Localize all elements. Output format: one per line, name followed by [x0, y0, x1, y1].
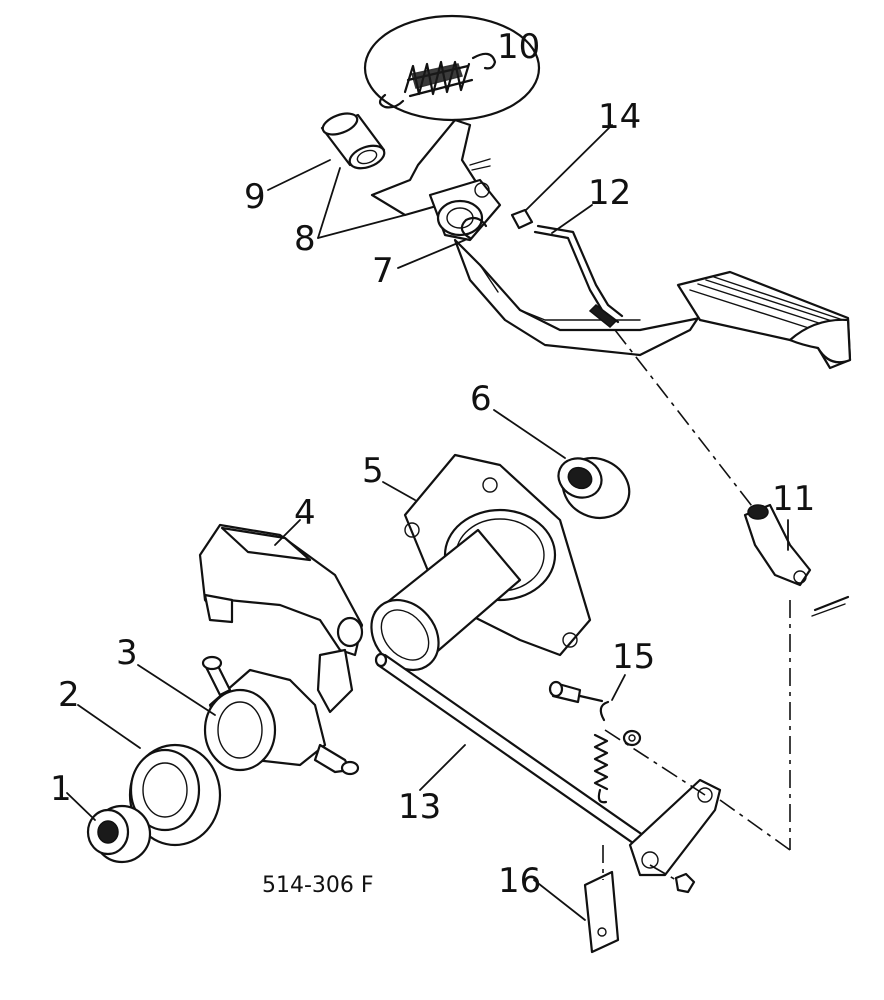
part-6-seal: [557, 456, 631, 520]
callout-3: 3: [116, 633, 138, 673]
part-4-release-fork: [198, 523, 364, 714]
callout-5: 5: [362, 451, 384, 491]
part-2-release-bearing: [128, 743, 222, 847]
part-10-return-spring-inset: [363, 14, 541, 122]
clutch-pedal-lever: [370, 118, 852, 370]
callout-4: 4: [294, 493, 316, 533]
callout-15: 15: [612, 637, 655, 677]
callout-2: 2: [58, 675, 80, 715]
part-15-spring-and-bolt: [548, 680, 642, 804]
callout-8: 8: [294, 219, 316, 259]
callout-1: 1: [50, 769, 72, 809]
part-1-pilot-bearing: [86, 804, 152, 864]
callout-6: 6: [470, 379, 492, 419]
leader-lines: [66, 124, 789, 921]
shaft-lever-arm: [628, 778, 722, 877]
callout-9: 9: [244, 177, 266, 217]
part-3-bearing-carrier: [201, 655, 360, 776]
callout-13: 13: [398, 787, 441, 827]
callout-16: 16: [498, 861, 541, 901]
alignment-lines: [602, 329, 791, 881]
part-11-clevis: [743, 503, 850, 617]
callout-labels: 1 2 3 4 5 6 7 8 9 10 11 12 14 15 13 16: [50, 27, 815, 901]
callout-10: 10: [497, 27, 540, 67]
part-16-bracket: [583, 870, 696, 954]
callout-13-14: 14: [598, 97, 641, 137]
callout-11: 11: [772, 479, 815, 519]
part-5-bearing-housing: [370, 453, 592, 672]
part-9-bushing: [320, 112, 386, 170]
drawing-code: 514-306 F: [262, 873, 374, 898]
callout-12: 12: [588, 173, 631, 213]
callout-7: 7: [372, 251, 394, 291]
